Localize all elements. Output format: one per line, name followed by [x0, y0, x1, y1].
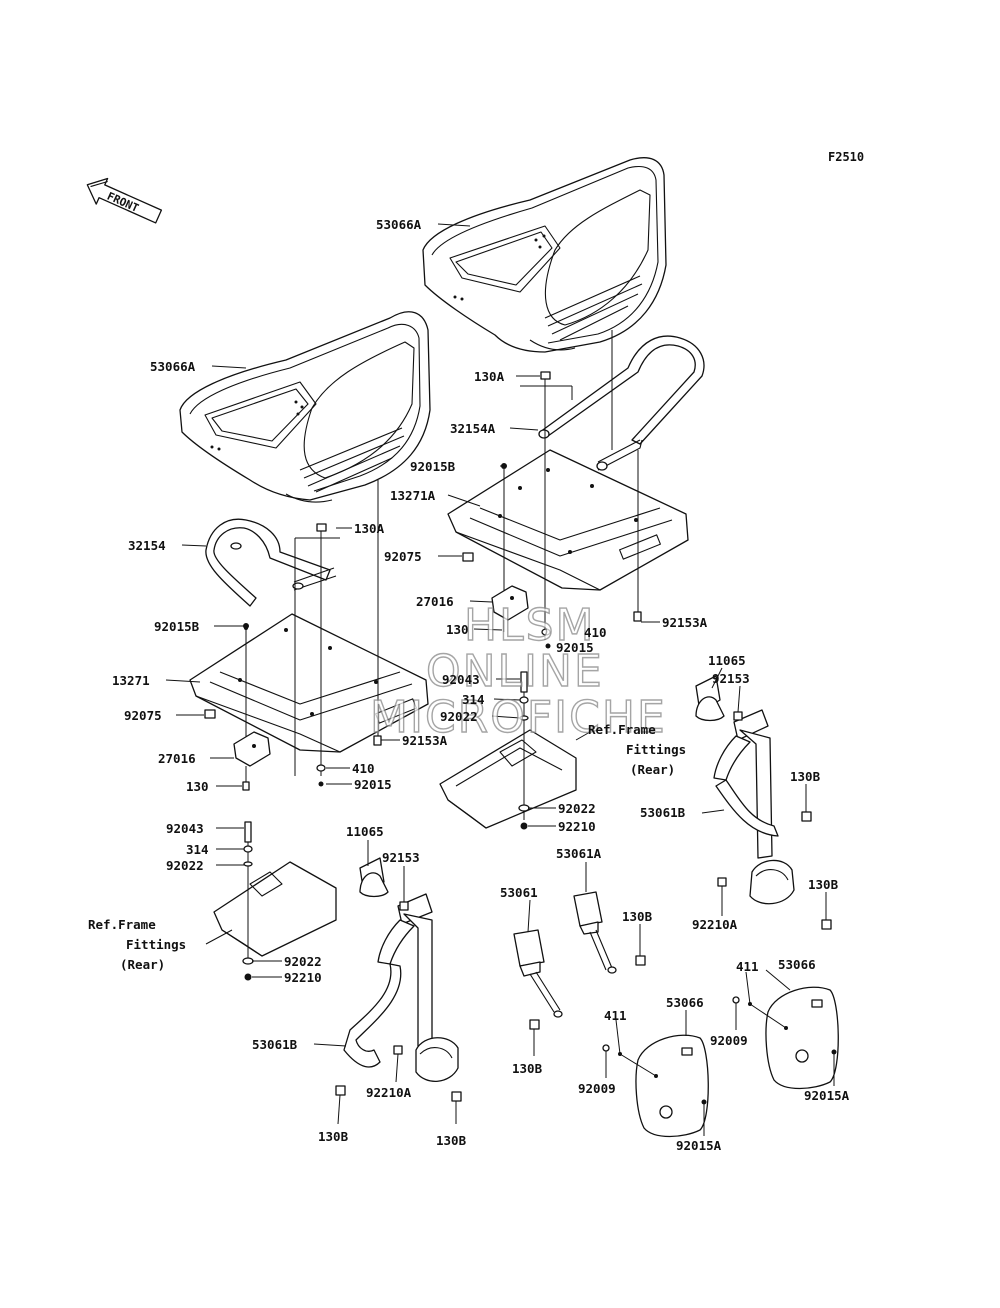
- callout-label: 410: [352, 761, 375, 776]
- callout-label: 130B: [512, 1061, 543, 1076]
- seat-belt-left: [335, 857, 462, 1102]
- callout-label: 92015: [556, 640, 594, 655]
- callout-label: 130B: [622, 909, 653, 924]
- callout-label: 130B: [436, 1133, 467, 1148]
- callout-label: 130B: [790, 769, 821, 784]
- callout-label: 411: [604, 1008, 627, 1023]
- callout-label: 11065: [708, 653, 746, 668]
- ref-note-left-line1: Ref.Frame: [88, 917, 156, 932]
- callout-label: 32154: [128, 538, 166, 553]
- seat-base-left: [189, 613, 429, 753]
- callout-label: 92022: [284, 954, 322, 969]
- seat-belt-right: [695, 675, 832, 930]
- watermark-line1: HLSM: [464, 600, 596, 651]
- callout-label: 92210: [284, 970, 322, 985]
- bracket-27016-right: [491, 585, 529, 621]
- callout-label: 314: [462, 692, 485, 707]
- back-pad-left: [602, 1034, 709, 1138]
- watermark-line3: MICROFICHE: [370, 692, 667, 743]
- buckle-53061a: [573, 891, 646, 974]
- callout-label: 13271A: [390, 488, 436, 503]
- leader-lines: [165, 223, 835, 1136]
- callout-label: 53061A: [556, 846, 602, 861]
- callout-label: 53066: [778, 957, 816, 972]
- callout-label: 53061B: [640, 805, 686, 820]
- callout-label: 92015A: [804, 1088, 850, 1103]
- seat-base-right: [447, 449, 689, 591]
- callout-label: 314: [186, 842, 209, 857]
- cover-11065-left: [359, 872, 389, 898]
- callout-label: 92075: [124, 708, 162, 723]
- callout-label: 92210A: [692, 917, 738, 932]
- callout-label: 53066A: [150, 359, 196, 374]
- callout-label: 92210A: [366, 1085, 412, 1100]
- callout-label: 53066A: [376, 217, 422, 232]
- callout-label: 130A: [474, 369, 505, 384]
- callout-label: 53061B: [252, 1037, 298, 1052]
- grab-handle-right: [538, 335, 705, 471]
- watermark: HLSM ONLINE MICROFICHE: [369, 599, 667, 743]
- callout-label: 27016: [416, 594, 454, 609]
- callout-label: 130: [186, 779, 209, 794]
- callout-label: 27016: [158, 751, 196, 766]
- callout-label: 92022: [558, 801, 596, 816]
- watermark-line2: ONLINE: [426, 646, 604, 697]
- back-pad-right: [732, 986, 839, 1090]
- ref-note-left-line3: (Rear): [120, 957, 165, 972]
- figure-code: F2510: [828, 150, 864, 164]
- seat-right: [422, 157, 667, 353]
- callout-label: 130A: [354, 521, 385, 536]
- ref-note-left-line2: Fittings: [126, 937, 186, 952]
- cover-11065-right: [695, 696, 725, 722]
- callout-label: 53066: [666, 995, 704, 1010]
- callout-label: 92015: [354, 777, 392, 792]
- ref-note-right-line1: Ref.Frame: [588, 722, 656, 737]
- bracket-27016-left: [233, 731, 271, 767]
- callout-label: 92015B: [154, 619, 200, 634]
- ref-note-right-line3: (Rear): [630, 762, 675, 777]
- callout-label: 92210: [558, 819, 596, 834]
- callout-label: 92153: [382, 850, 420, 865]
- bolt-130a-left: [316, 523, 327, 560]
- callout-label: 13271: [112, 673, 150, 688]
- callout-label: 32154A: [450, 421, 496, 436]
- callout-label: 92022: [166, 858, 204, 873]
- callout-label: 11065: [346, 824, 384, 839]
- callout-label: 130: [446, 622, 469, 637]
- callout-label: 92022: [440, 709, 478, 724]
- seat-left: [179, 311, 431, 503]
- callout-label: 92043: [442, 672, 480, 687]
- callout-label: 92009: [710, 1033, 748, 1048]
- callout-label: 92153A: [662, 615, 708, 630]
- front-arrow-icon: FRONT: [86, 177, 163, 224]
- callout-label: 92015A: [676, 1138, 722, 1153]
- callout-label: 411: [736, 959, 759, 974]
- grab-handle-left: [205, 518, 337, 607]
- callout-label: 92153: [712, 671, 750, 686]
- bolt-130a-right: [540, 371, 551, 392]
- callout-label: 53061: [500, 885, 538, 900]
- callout-label: 410: [584, 625, 607, 640]
- callout-label: 92153A: [402, 733, 448, 748]
- callout-label: 130B: [808, 877, 839, 892]
- frame-bracket-left: [213, 861, 337, 957]
- ref-note-right-line2: Fittings: [626, 742, 686, 757]
- frame-bracket-center: [439, 729, 577, 829]
- callout-label: 92075: [384, 549, 422, 564]
- callout-label: 130B: [318, 1129, 349, 1144]
- callout-label: 92009: [578, 1081, 616, 1096]
- callout-label: 92015B: [410, 459, 456, 474]
- callout-labels: 53066A 53066A 130A 32154A 92015B 13271A …: [88, 217, 850, 1153]
- callout-label: 92043: [166, 821, 204, 836]
- buckle-53061: [513, 929, 563, 1030]
